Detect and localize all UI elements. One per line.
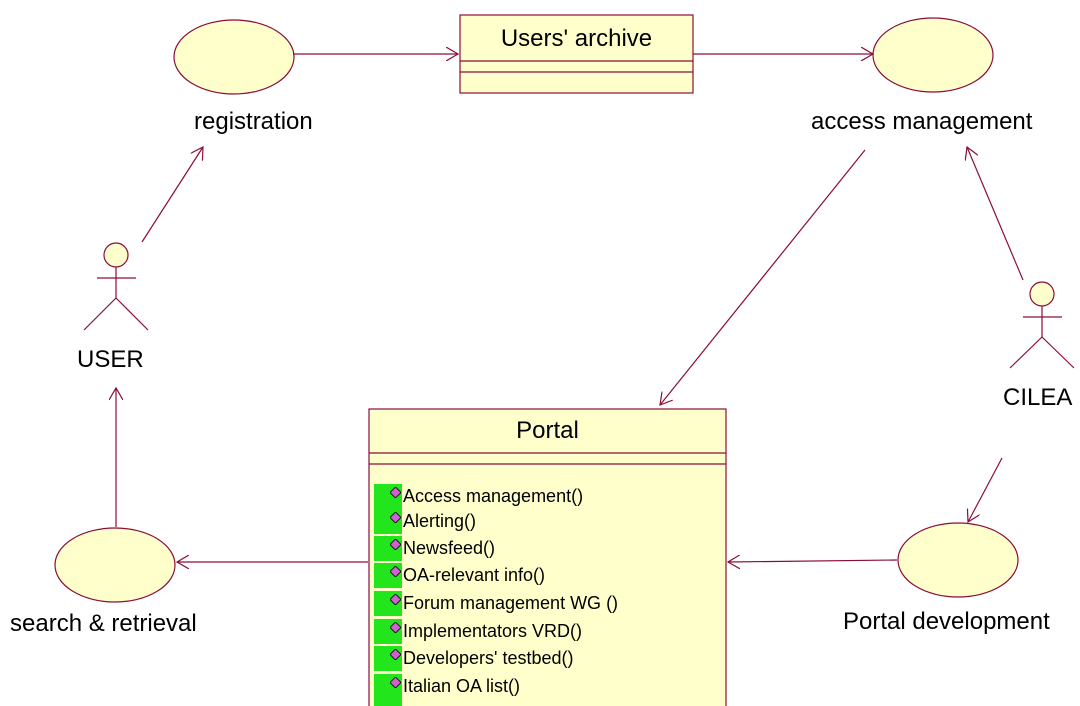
operation-label: Implementators VRD() [403,621,583,641]
operation-label: Forum management WG () [403,593,619,613]
arrow-portal-development-to-portal [728,560,898,562]
class-portal[interactable] [368,408,727,706]
actor-cilea[interactable] [1009,281,1075,369]
arrow-cilea-to-access-management [967,147,1024,281]
operation-row[interactable]: OA-relevant info() [374,563,714,588]
operation-row[interactable]: Developers' testbed() [374,646,714,671]
class-users-archive[interactable] [459,14,694,94]
arrow-access-management-to-portal [660,149,866,405]
operation-label: Alerting() [403,511,477,531]
operation-diamond-icon [390,487,401,498]
use-case-label-access-management: access management [811,108,1033,135]
operation-row[interactable]: Newsfeed() [374,536,714,561]
use-case-label-registration: registration [194,108,313,135]
portal-title: Portal [516,417,579,444]
operation-diamond-icon [390,539,401,550]
actor-user[interactable] [83,242,149,331]
operation-row[interactable]: Implementators VRD() [374,619,714,644]
operation-diamond-icon [390,594,401,605]
use-case-label-portal-development: Portal development [843,608,1050,635]
use-case-search-retrieval[interactable] [54,527,176,603]
operation-label: Italian OA list() [403,676,521,696]
operation-row[interactable]: Alerting() [374,509,714,534]
operation-diamond-icon [390,677,401,688]
arrow-user-to-registration [141,147,203,243]
use-case-portal-development[interactable] [897,522,1019,598]
use-case-registration[interactable] [173,19,295,95]
operation-label: Newsfeed() [403,538,496,558]
operation-row[interactable]: Italian OA list() [374,674,714,706]
operation-label: Access management() [403,486,584,506]
operation-row[interactable]: Forum management WG () [374,591,714,616]
operation-row[interactable]: Access management() [374,484,714,509]
actor-label-user: USER [77,346,144,373]
use-case-access-management[interactable] [872,17,994,93]
operation-label: Developers' testbed() [403,648,574,668]
operation-label: OA-relevant info() [403,565,546,585]
operation-diamond-icon [390,622,401,633]
use-case-label-search-retrieval: search & retrieval [10,610,197,637]
arrow-cilea-to-portal-development [968,457,1003,522]
users-archive-title: Users' archive [500,25,653,52]
operation-diamond-icon [390,649,401,660]
operation-diamond-icon [390,512,401,523]
operation-diamond-icon [390,566,401,577]
actor-label-cilea: CILEA [1003,384,1073,411]
